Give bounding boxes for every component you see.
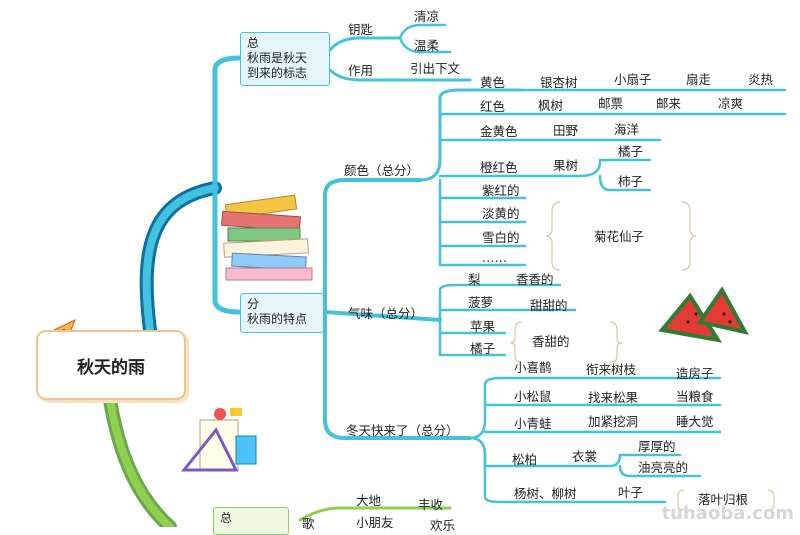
row-pine xyxy=(468,436,702,478)
brace-left-leaves xyxy=(677,489,685,511)
color-row-item[interactable]: 枫树 xyxy=(538,98,564,113)
winter-row-item[interactable]: 小松鼠 xyxy=(514,389,552,404)
stationery-illustration xyxy=(180,408,257,472)
root-branch-green-inner xyxy=(106,396,174,527)
flower-fairy-note[interactable]: 菊花仙子 xyxy=(594,229,645,244)
color-row-item[interactable]: 邮票 xyxy=(598,96,624,111)
smell-row-item[interactable]: 菠萝 xyxy=(468,295,494,310)
color-row-item[interactable]: 邮来 xyxy=(656,96,682,111)
branch-color xyxy=(323,178,422,314)
row-willow xyxy=(483,453,667,504)
section-intro-line: 到来的标志 xyxy=(247,66,308,80)
brace-right-flower xyxy=(681,201,697,271)
smell-row-item[interactable]: 梨 xyxy=(468,272,481,287)
winter-row-item[interactable]: 小青蛙 xyxy=(514,416,552,431)
color-row-item[interactable]: 海洋 xyxy=(614,122,640,137)
node-song[interactable]: 歌 xyxy=(302,516,315,531)
section-intro-line: 秋雨是秋天 xyxy=(247,51,308,65)
color-row-item[interactable]: 橘子 xyxy=(618,144,644,159)
winter-row-item[interactable]: 找来松果 xyxy=(588,390,639,405)
color-row-item[interactable]: 淡黄的 xyxy=(482,206,520,221)
winter-row-item[interactable]: 当粮食 xyxy=(676,389,714,404)
section3-item[interactable]: 大地 xyxy=(356,493,382,508)
color-row-item[interactable]: 金黄色 xyxy=(480,124,518,139)
smell-row-item[interactable]: 香香的 xyxy=(516,272,554,287)
color-row-item[interactable]: 黄色 xyxy=(480,75,506,90)
section-intro-node[interactable]: 总 秋雨是秋天 到来的标志 xyxy=(240,32,330,86)
color-row-item[interactable]: 凉爽 xyxy=(718,96,744,111)
watermelon-illustration xyxy=(658,286,749,343)
winter-row-item[interactable]: 厚厚的 xyxy=(638,439,676,454)
root-node[interactable]: 秋天的雨 xyxy=(36,330,186,400)
color-row-item[interactable]: 红色 xyxy=(480,99,506,114)
section3-item[interactable]: 丰收 xyxy=(418,497,444,512)
color-row-item[interactable]: 柿子 xyxy=(618,174,644,189)
trunk-section1 xyxy=(212,55,243,191)
winter-row-item[interactable]: 加紧挖洞 xyxy=(588,414,639,429)
color-row-item[interactable]: 雪白的 xyxy=(482,230,520,245)
node-cool[interactable]: 清凉 xyxy=(414,9,440,24)
winter-row-item[interactable]: 造房子 xyxy=(676,366,714,381)
brace-left-smell xyxy=(509,321,523,363)
branch-section3 xyxy=(298,506,452,522)
winter-row-item[interactable]: 衔来树枝 xyxy=(586,362,637,377)
color-row-item[interactable]: 紫红的 xyxy=(482,183,520,198)
branch-gentle xyxy=(398,36,452,54)
smell-row-item[interactable]: 橘子 xyxy=(470,341,496,356)
section-features-node[interactable]: 分 秋雨的特点 xyxy=(240,293,324,333)
root-branch-blue-inner xyxy=(142,184,219,334)
color-row-item[interactable]: 小扇子 xyxy=(614,72,652,87)
color-row-item[interactable]: 田野 xyxy=(553,123,579,138)
node-use[interactable]: 作用 xyxy=(348,63,374,78)
color-row-item[interactable]: 扇走 xyxy=(686,72,712,87)
color-row-item[interactable]: …… xyxy=(482,250,507,265)
winter-row-item[interactable]: 小喜鹊 xyxy=(514,360,552,375)
sweet-fragrant-note[interactable]: 香甜的 xyxy=(532,334,570,349)
winter-row-item[interactable]: 衣裳 xyxy=(572,449,598,464)
brace-right-smell xyxy=(609,321,623,363)
section-features-line: 分 xyxy=(247,297,260,311)
color-row-item[interactable]: 果树 xyxy=(553,158,579,173)
winter-row-item[interactable]: 油亮亮的 xyxy=(638,460,689,475)
root-branch-blue xyxy=(139,181,222,337)
branch-smell xyxy=(323,310,442,322)
node-lead-next[interactable]: 引出下文 xyxy=(410,61,461,76)
books-illustration xyxy=(221,194,313,281)
color-row-item[interactable]: 橙红色 xyxy=(480,160,518,175)
branch-winter xyxy=(323,310,472,440)
trunk-section2 xyxy=(212,185,243,315)
winter-row-item[interactable]: 杨树、柳树 xyxy=(514,486,577,501)
watermark: tuhaoba.com xyxy=(661,503,794,524)
row-yellow xyxy=(418,88,522,182)
node-key[interactable]: 钥匙 xyxy=(348,22,374,37)
section-summary-node[interactable]: 总 xyxy=(213,507,289,535)
winter-row-item[interactable]: 松柏 xyxy=(512,452,538,467)
section3-item[interactable]: 小朋友 xyxy=(356,515,394,530)
section3-item[interactable]: 欢乐 xyxy=(430,518,456,533)
color-row-item[interactable]: 炎热 xyxy=(748,72,774,87)
branch-cool xyxy=(398,23,447,40)
row-orange xyxy=(438,158,652,192)
winter-row-item[interactable]: 落叶归根 xyxy=(698,492,749,507)
smell-row-item[interactable]: 甜甜的 xyxy=(530,298,568,313)
node-smell[interactable]: 气味（总分） xyxy=(348,306,424,321)
winter-row-item[interactable]: 叶子 xyxy=(618,485,644,500)
row-magpie xyxy=(468,376,722,440)
node-winter[interactable]: 冬天快来了（总分） xyxy=(346,423,459,438)
winter-row-item[interactable]: 睡大觉 xyxy=(676,414,714,429)
root-branch-green xyxy=(103,393,177,527)
section-intro-line: 总 xyxy=(247,36,260,50)
smell-row-item[interactable]: 苹果 xyxy=(470,319,496,334)
section-features-line: 秋雨的特点 xyxy=(247,312,308,326)
rows-smell xyxy=(438,283,577,357)
branch-use xyxy=(328,68,472,82)
brace-right-leaves xyxy=(767,489,775,511)
node-gentle[interactable]: 温柔 xyxy=(414,38,440,53)
brace-left-flower xyxy=(545,201,561,271)
branch-key xyxy=(328,36,402,52)
color-row-item[interactable]: 银杏树 xyxy=(540,75,578,90)
node-color[interactable]: 颜色（总分） xyxy=(344,163,420,178)
rows-colors-list xyxy=(438,178,527,267)
